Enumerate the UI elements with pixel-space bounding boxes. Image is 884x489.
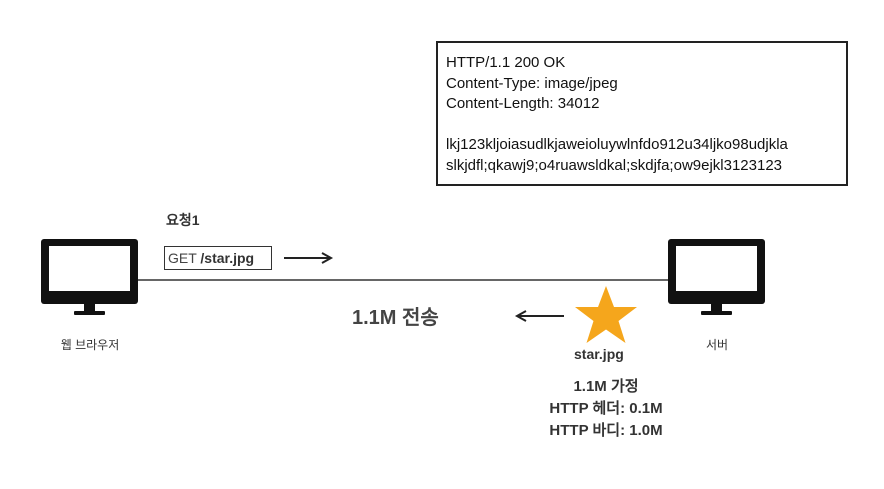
response-arrow — [514, 310, 564, 322]
server-monitor-icon — [668, 239, 765, 315]
server-label: 서버 — [705, 338, 729, 352]
request-title: 요청1 — [166, 212, 200, 228]
client-label: 웹 브라우저 — [60, 338, 120, 352]
transfer-size-label: 1.1M 전송 — [352, 307, 439, 329]
response-content-type: Content-Type: image/jpeg — [446, 74, 618, 92]
request-arrow — [284, 252, 334, 264]
response-status-line: HTTP/1.1 200 OK — [446, 54, 566, 71]
star-icon — [575, 286, 637, 343]
assumption-body: HTTP 바디: 1.0M — [549, 422, 663, 439]
assumption-total: 1.1M 가정 — [573, 378, 639, 395]
response-body-line-2: slkjdfl;qkawj9;o4ruawsldkal;skdjfa;ow9ej… — [446, 156, 783, 174]
request-path: /star.jpg — [200, 250, 255, 266]
star-image-label: star.jpg — [574, 346, 624, 362]
assumption-header: HTTP 헤더: 0.1M — [549, 400, 663, 417]
response-body-line-1: lkj123kljoiasudlkjaweioluywlnfdo912u34lj… — [446, 136, 788, 153]
http-response-message: HTTP/1.1 200 OK Content-Type: image/jpeg… — [436, 41, 848, 186]
client-monitor-icon — [41, 239, 138, 315]
request-method: GET — [168, 250, 201, 266]
request-line: GET /star.jpg — [164, 246, 272, 270]
size-assumptions: 1.1M 가정 HTTP 헤더: 0.1M HTTP 바디: 1.0M — [520, 376, 692, 442]
response-content-length: Content-Length: 34012 — [446, 95, 600, 112]
